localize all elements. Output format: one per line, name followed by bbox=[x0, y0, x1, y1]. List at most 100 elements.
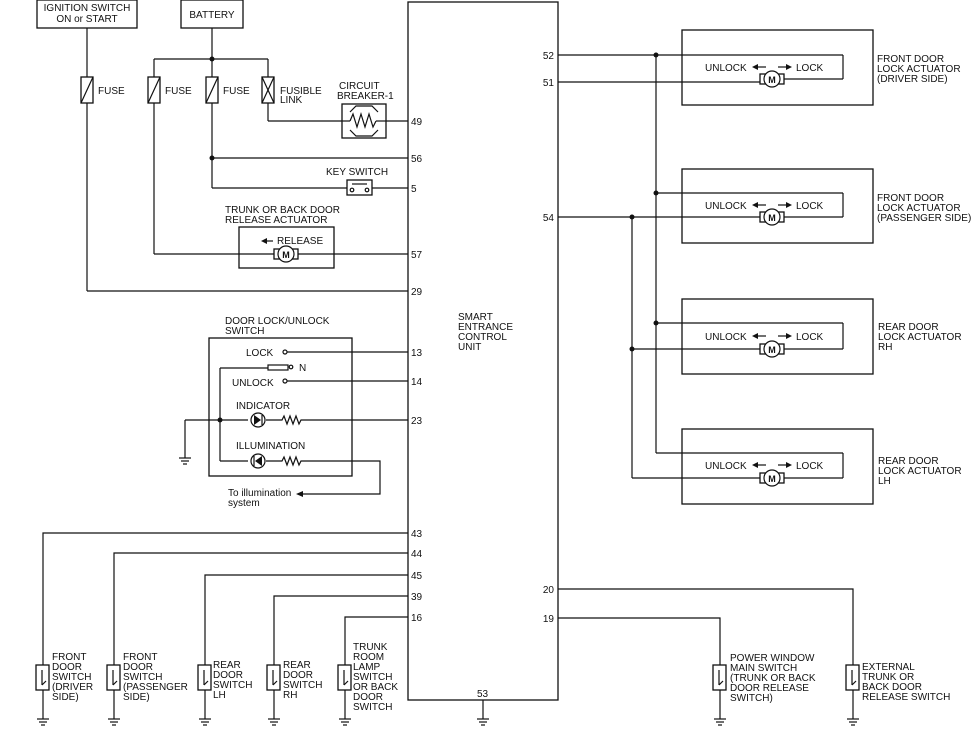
to-illumination-label-2: system bbox=[228, 498, 260, 509]
actuator-driver-label-3: (DRIVER SIDE) bbox=[877, 74, 948, 85]
indicator-label: INDICATOR bbox=[236, 401, 290, 412]
pin-43: 43 bbox=[411, 529, 423, 540]
actuator-bus-wires bbox=[558, 54, 844, 479]
fuse-battery-label: FUSE bbox=[223, 86, 250, 97]
actuator-driver-label-1: FRONT DOOR bbox=[877, 54, 944, 65]
battery-56-wire bbox=[211, 103, 408, 189]
rear-door-switch-rh-label-3: SWITCH bbox=[283, 680, 322, 691]
door-lock-switch-label-1: DOOR LOCK/UNLOCK bbox=[225, 316, 330, 327]
control-unit-label-1: SMART bbox=[458, 312, 493, 323]
motor-icon: M bbox=[759, 208, 785, 226]
svg-text:M: M bbox=[768, 213, 776, 223]
pin-57: 57 bbox=[411, 250, 423, 261]
power-window-main-switch-icon bbox=[712, 664, 727, 726]
motor-icon: M bbox=[759, 70, 785, 88]
circuit-breaker-label-1: CIRCUIT bbox=[339, 81, 380, 92]
junction-dot-unlock-3 bbox=[629, 346, 635, 352]
actuator-rear-lh-label-2: LOCK ACTUATOR bbox=[878, 466, 962, 477]
front-door-switch-driver-label-3: SWITCH bbox=[52, 672, 91, 683]
pin-44: 44 bbox=[411, 549, 423, 560]
actuator-driver-lock: LOCK bbox=[796, 63, 824, 74]
release-arrow-icon bbox=[261, 238, 267, 244]
trunk-actuator-label-2: RELEASE ACTUATOR bbox=[225, 215, 327, 226]
front-door-switch-passenger-label-5: SIDE) bbox=[123, 692, 150, 703]
trunk-room-lamp-switch-icon bbox=[337, 664, 352, 726]
pin-29: 29 bbox=[411, 287, 423, 298]
actuator-passenger-label-1: FRONT DOOR bbox=[877, 193, 944, 204]
switch-n-label: N bbox=[299, 363, 306, 374]
power-window-switch-label-3: (TRUNK OR BACK bbox=[730, 673, 816, 684]
battery-junction-dot bbox=[209, 56, 215, 62]
trunk-room-lamp-switch-label-5: OR BACK bbox=[353, 682, 398, 693]
key-switch-symbol bbox=[346, 179, 373, 196]
rear-door-switch-lh-icon bbox=[197, 664, 212, 726]
actuator-rear-rh-label-2: LOCK ACTUATOR bbox=[878, 332, 962, 343]
pin-56: 56 bbox=[411, 154, 423, 165]
fuse-ignition-label: FUSE bbox=[98, 86, 125, 97]
switch-lock-label: LOCK bbox=[246, 348, 274, 359]
door-lock-switch-box bbox=[208, 337, 353, 477]
pin-14: 14 bbox=[411, 377, 423, 388]
actuator-passenger-label-3: (PASSENGER SIDE) bbox=[877, 213, 971, 224]
trunk-room-lamp-switch-label-4: SWITCH bbox=[353, 672, 392, 683]
junction-dot-lock-2 bbox=[653, 190, 659, 196]
ignition-switch-label-1: IGNITION SWITCH bbox=[44, 3, 131, 14]
pin-49: 49 bbox=[411, 117, 423, 128]
rear-door-switch-lh-label-4: LH bbox=[213, 690, 226, 701]
svg-text:M: M bbox=[768, 345, 776, 355]
fuse-trunk-feed-label: FUSE bbox=[165, 86, 192, 97]
external-switch-label-2: TRUNK OR bbox=[862, 672, 914, 683]
pin-23: 23 bbox=[411, 416, 423, 427]
trunk-room-lamp-switch-label-6: DOOR bbox=[353, 692, 383, 703]
pin-20: 20 bbox=[543, 585, 555, 596]
trunk-actuator-label-1: TRUNK OR BACK DOOR bbox=[225, 205, 340, 216]
illumination-resistor bbox=[266, 455, 381, 495]
fusible-link-label-2: LINK bbox=[280, 95, 303, 106]
rear-door-switch-rh-label-1: REAR bbox=[283, 660, 311, 671]
trunk-motor-icon: M bbox=[273, 245, 299, 263]
pin-13: 13 bbox=[411, 348, 423, 359]
trunk-actuator-box bbox=[238, 226, 335, 269]
external-switch-label-3: BACK DOOR bbox=[862, 682, 922, 693]
rear-door-switch-lh-label-3: SWITCH bbox=[213, 680, 252, 691]
svg-text:M: M bbox=[768, 75, 776, 85]
to-illumination-arrow-icon bbox=[296, 491, 303, 497]
illumination-led-icon bbox=[250, 453, 266, 469]
pin-53: 53 bbox=[477, 689, 489, 700]
trunk-release-label: RELEASE bbox=[277, 236, 323, 247]
actuator-passenger-lock: LOCK bbox=[796, 201, 824, 212]
to-illumination-label-1: To illumination bbox=[228, 488, 291, 499]
actuator-rear-lh: M UNLOCK LOCK bbox=[681, 428, 874, 505]
front-door-switch-driver-icon bbox=[35, 664, 50, 726]
junction-dot-52 bbox=[653, 52, 659, 58]
fuse-ignition bbox=[80, 76, 94, 104]
pin-52: 52 bbox=[543, 51, 555, 62]
trunk-room-lamp-switch-label-1: TRUNK bbox=[353, 642, 388, 653]
key-switch-label: KEY SWITCH bbox=[326, 167, 388, 178]
right-switch-wires bbox=[558, 588, 854, 665]
actuator-driver-unlock: UNLOCK bbox=[705, 63, 747, 74]
actuator-rear-lh-label-1: REAR DOOR bbox=[878, 456, 939, 467]
fusible-link-label-1: FUSIBLE bbox=[280, 86, 322, 97]
illumination-label: ILLUMINATION bbox=[236, 441, 305, 452]
actuator-rear-rh-label-1: REAR DOOR bbox=[878, 322, 939, 333]
trunk-actuator-wire bbox=[153, 103, 408, 255]
front-door-switch-driver-label-4: (DRIVER bbox=[52, 682, 93, 693]
rear-door-switch-lh-label-2: DOOR bbox=[213, 670, 243, 681]
motor-icon: M bbox=[759, 469, 785, 487]
ignition-switch-label-2: ON or START bbox=[56, 14, 117, 25]
actuator-passenger-unlock: UNLOCK bbox=[705, 201, 747, 212]
rear-door-switch-rh-label-4: RH bbox=[283, 690, 297, 701]
circuit-breaker-label-2: BREAKER-1 bbox=[337, 91, 394, 102]
svg-text:M: M bbox=[768, 474, 776, 484]
circuit-breaker-symbol bbox=[341, 103, 387, 139]
trunk-room-lamp-switch-label-2: ROOM bbox=[353, 652, 384, 663]
external-switch-label-4: RELEASE SWITCH bbox=[862, 692, 950, 703]
actuator-rear-lh-unlock: UNLOCK bbox=[705, 461, 747, 472]
fuse-battery bbox=[205, 76, 219, 104]
power-window-switch-label-5: SWITCH) bbox=[730, 693, 773, 704]
front-door-switch-passenger-icon bbox=[106, 664, 121, 726]
door-lock-switch-label-2: SWITCH bbox=[225, 326, 264, 337]
pin-5: 5 bbox=[411, 184, 417, 195]
